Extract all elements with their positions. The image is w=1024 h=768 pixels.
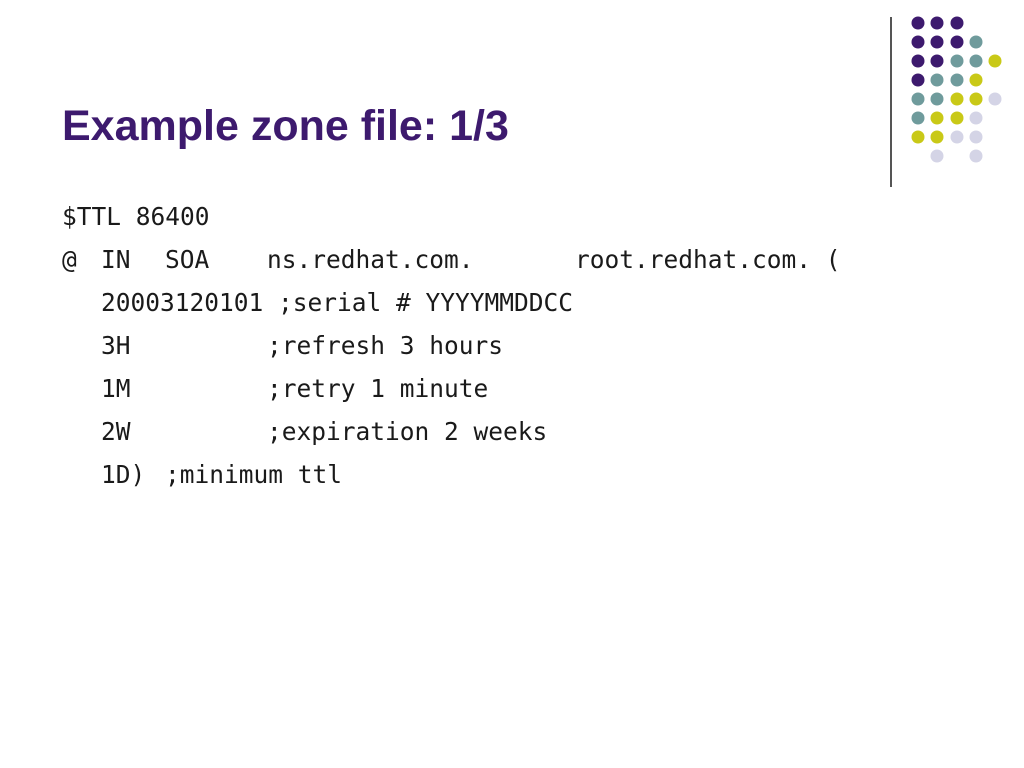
code-line-soa: @ IN SOA ns.redhat.com. root.redhat.com.… (62, 238, 841, 281)
decorative-dot (950, 92, 964, 106)
code-line-minimum: 1D) ;minimum ttl (62, 453, 342, 496)
code-admin-email: root.redhat.com. ( (575, 245, 841, 274)
decorative-dot (930, 149, 944, 163)
code-class: IN (101, 245, 131, 274)
code-comment: ;retry 1 minute (267, 374, 489, 403)
decorative-dot (930, 92, 944, 106)
decorative-dot (969, 149, 983, 163)
zone-file-code: $TTL 86400 @ IN SOA ns.redhat.com. root.… (62, 195, 841, 496)
code-origin: @ (62, 245, 77, 274)
decorative-dot (969, 130, 983, 144)
code-comment: ;refresh 3 hours (267, 331, 504, 360)
code-value: 3H (101, 331, 131, 360)
code-value: 1M (101, 374, 131, 403)
decorative-dot (930, 73, 944, 87)
code-line-serial: 20003120101 ;serial # YYYYMMDDCC (62, 281, 573, 324)
decorative-dot (950, 35, 964, 49)
decorative-dot (988, 92, 1002, 106)
code-line-retry: 1M ;retry 1 minute (62, 367, 488, 410)
decorative-dot (930, 54, 944, 68)
code-text: 20003120101 ;serial # YYYYMMDDCC (101, 288, 574, 317)
decorative-dot (950, 16, 964, 30)
decorative-dot (911, 35, 925, 49)
decorative-dot (911, 73, 925, 87)
decorative-dot (911, 54, 925, 68)
code-value: 1D) (101, 460, 146, 489)
decorative-dot (911, 92, 925, 106)
decorative-dot (969, 92, 983, 106)
code-comment: ;expiration 2 weeks (267, 417, 548, 446)
slide-title: Example zone file: 1/3 (62, 102, 509, 150)
code-primary-ns: ns.redhat.com. (267, 245, 474, 274)
vertical-divider (890, 17, 892, 187)
code-record-type: SOA (165, 245, 210, 274)
decorative-dot (911, 130, 925, 144)
decorative-dot (930, 16, 944, 30)
decorative-dot (988, 54, 1002, 68)
decorative-dot (930, 130, 944, 144)
decorative-dot (950, 130, 964, 144)
decorative-dot (911, 16, 925, 30)
decorative-dot (930, 35, 944, 49)
decorative-dot-grid (911, 16, 1002, 163)
decorative-dot (950, 111, 964, 125)
decorative-dot (969, 73, 983, 87)
code-text: $TTL 86400 (62, 202, 210, 231)
decorative-dot (950, 54, 964, 68)
decorative-dot (969, 111, 983, 125)
code-value: 2W (101, 417, 131, 446)
decorative-dot (969, 54, 983, 68)
decorative-dot (930, 111, 944, 125)
decorative-dot (911, 111, 925, 125)
code-line-ttl: $TTL 86400 (62, 195, 210, 238)
code-line-refresh: 3H ;refresh 3 hours (62, 324, 503, 367)
decorative-dot (950, 73, 964, 87)
code-comment: ;minimum ttl (165, 460, 343, 489)
code-line-expiration: 2W ;expiration 2 weeks (62, 410, 547, 453)
decorative-dot (969, 35, 983, 49)
